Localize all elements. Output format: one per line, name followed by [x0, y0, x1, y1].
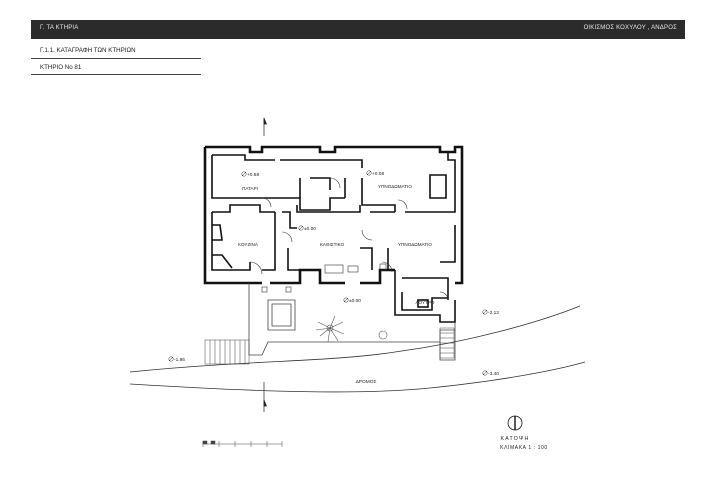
header-left-title: Γ. ΤΑ ΚΤΗΡΙΑ: [40, 25, 79, 31]
level-text-living: ±0.00: [304, 226, 316, 232]
room-label-living-room: ΚΑΘΙΣΤΙΚΟ: [320, 242, 345, 247]
level-text-west: -1.86: [174, 357, 185, 363]
level-text-road: -3.40: [488, 371, 499, 377]
road-label: ΔΡΟΜΟΣ: [356, 379, 377, 385]
title-underline: [31, 58, 201, 59]
room-label-bedroom-lower: ΥΠΝΟΔΩΜΑΤΙΟ: [398, 242, 432, 247]
level-text-courtyard: ±0.00: [349, 298, 361, 304]
header-right-title: ΟΙΚΙΣΜΟΣ ΚΟΧΥΛΟΥ , ΑΝΔΡΟΣ: [583, 25, 677, 31]
plan-caption-title: ΚΑΤΟΨΗ: [501, 436, 530, 442]
courtyard-outline: [248, 283, 456, 361]
level-text-east: -2.13: [488, 310, 499, 316]
bathroom-walls: [394, 270, 456, 323]
room-label-attic: ΠΑΤΑΡΙ: [242, 186, 258, 191]
road-edges: [129, 305, 586, 393]
building-label: ΚΤΗΡΙΟ Νο 81: [40, 64, 82, 71]
level-markers: [168, 170, 488, 376]
plan-caption-scale: ΚΛΙΜΑΚΑ 1 : 100: [500, 445, 548, 451]
door-swings: [249, 177, 449, 301]
section-title: Γ.1.1. ΚΑΤΑΓΡΑΦΗ ΤΩΝ ΚΤΗΡΙΩΝ: [40, 47, 136, 54]
stairs: [204, 327, 455, 365]
tree-symbol: [315, 315, 388, 343]
fixtures: [261, 263, 387, 293]
room-label-kitchen: ΚΟΥΖΙΝΑ: [238, 242, 259, 247]
header-bar: [31, 20, 685, 39]
building-outer-walls: [203, 145, 464, 285]
section-axis-marks: [263, 117, 268, 412]
level-text-bedroom-upper: +0.08: [372, 171, 384, 177]
level-text-attic: +0.68: [247, 172, 259, 178]
room-label-bedroom-upper: ΥΠΝΟΔΩΜΑΤΙΟ: [378, 184, 412, 189]
north-arrow-icon: [507, 415, 523, 431]
graphic-scale-bar: [202, 440, 283, 447]
building-inner-walls: [211, 152, 456, 271]
room-label-bathroom: ΛΟΥΤΡΟ: [416, 300, 435, 305]
building-underline: [31, 74, 201, 75]
